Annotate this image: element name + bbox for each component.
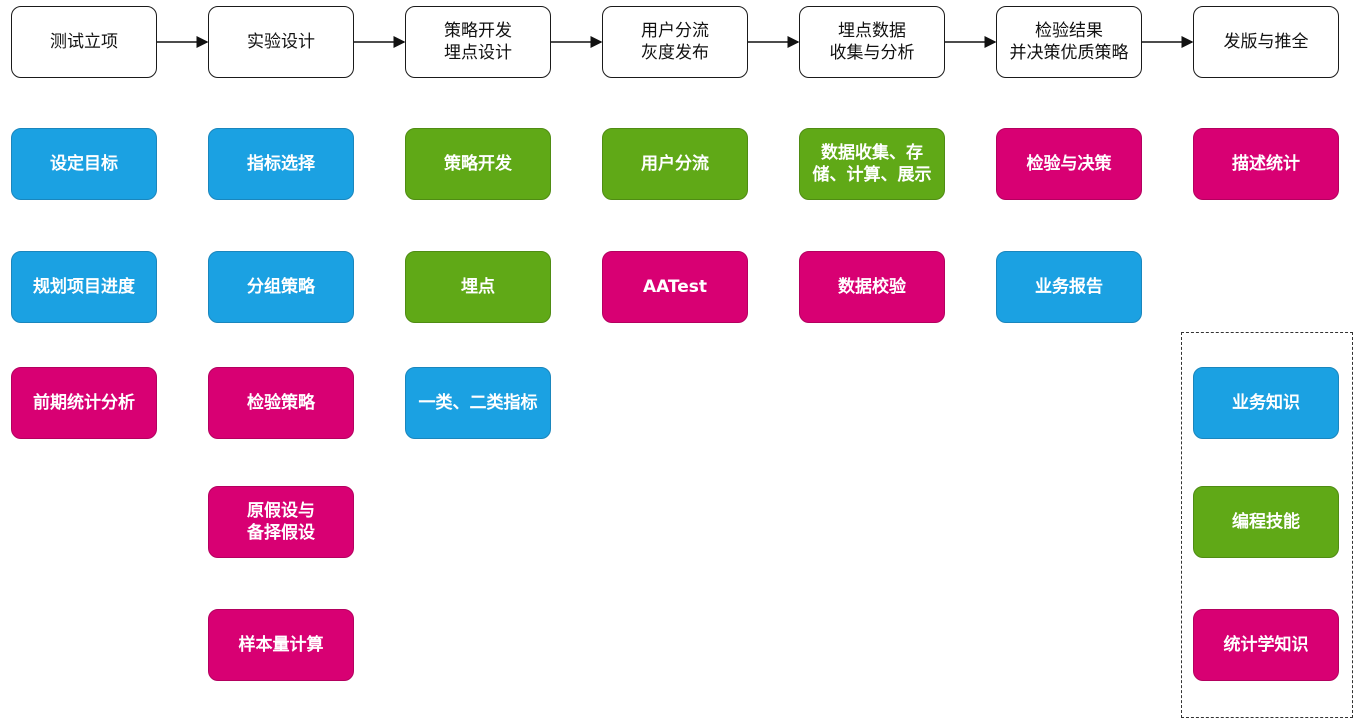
stage-4: 用户分流 灰度发布 bbox=[602, 6, 748, 78]
stage-2: 实验设计 bbox=[208, 6, 354, 78]
skill-card-3: 统计学知识 bbox=[1193, 609, 1339, 681]
card-col2-row4: 原假设与 备择假设 bbox=[208, 486, 354, 558]
card-col7-row1: 描述统计 bbox=[1193, 128, 1339, 200]
card-col6-row1: 检验与决策 bbox=[996, 128, 1142, 200]
card-col6-row2: 业务报告 bbox=[996, 251, 1142, 323]
card-col2-row3: 检验策略 bbox=[208, 367, 354, 439]
card-col5-row1: 数据收集、存 储、计算、展示 bbox=[799, 128, 945, 200]
card-col1-row2: 规划项目进度 bbox=[11, 251, 157, 323]
card-col4-row1: 用户分流 bbox=[602, 128, 748, 200]
card-col4-row2: AATest bbox=[602, 251, 748, 323]
card-col3-row2: 埋点 bbox=[405, 251, 551, 323]
skill-card-1: 业务知识 bbox=[1193, 367, 1339, 439]
card-col1-row1: 设定目标 bbox=[11, 128, 157, 200]
stage-3: 策略开发 埋点设计 bbox=[405, 6, 551, 78]
card-col2-row2: 分组策略 bbox=[208, 251, 354, 323]
stage-6: 检验结果 并决策优质策略 bbox=[996, 6, 1142, 78]
skill-card-2: 编程技能 bbox=[1193, 486, 1339, 558]
card-col5-row2: 数据校验 bbox=[799, 251, 945, 323]
stage-7: 发版与推全 bbox=[1193, 6, 1339, 78]
card-col2-row1: 指标选择 bbox=[208, 128, 354, 200]
stage-1: 测试立项 bbox=[11, 6, 157, 78]
card-col1-row3: 前期统计分析 bbox=[11, 367, 157, 439]
card-col3-row3: 一类、二类指标 bbox=[405, 367, 551, 439]
card-col2-row5: 样本量计算 bbox=[208, 609, 354, 681]
card-col3-row1: 策略开发 bbox=[405, 128, 551, 200]
stage-5: 埋点数据 收集与分析 bbox=[799, 6, 945, 78]
skills-dashed-group bbox=[1181, 332, 1353, 718]
